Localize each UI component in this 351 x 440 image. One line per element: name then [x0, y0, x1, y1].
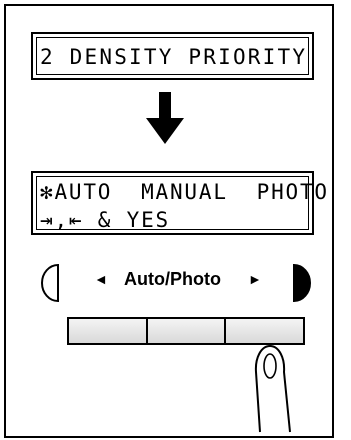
- lcd-after-line-1: ✻AUTO MANUAL PHOTO: [40, 180, 329, 204]
- down-arrow-icon: [144, 92, 188, 146]
- density-middle-button[interactable]: [146, 317, 227, 345]
- lcd-display-after: ✻AUTO MANUAL PHOTO ⇥,⇤ & YES: [31, 171, 314, 235]
- lcd-display-before: 2 DENSITY PRIORITY: [31, 32, 314, 80]
- lcd-before-line-1: 2 DENSITY PRIORITY: [40, 45, 307, 69]
- right-arrow-icon: ►: [248, 271, 262, 287]
- density-left-button[interactable]: [67, 317, 148, 345]
- left-arrow-icon: ◄: [94, 271, 108, 287]
- dark-density-icon: [290, 263, 314, 303]
- finger-press-icon: [250, 328, 300, 440]
- arrow-keys-icon: ⇥,⇤: [40, 208, 83, 232]
- auto-photo-label: Auto/Photo: [124, 269, 221, 290]
- instruction-panel: 2 DENSITY PRIORITY ✻AUTO MANUAL PHOTO ⇥,…: [4, 4, 334, 438]
- light-density-icon: [38, 263, 62, 303]
- lcd-after-line-2: ⇥,⇤ & YES: [40, 208, 170, 232]
- lcd-after-line-2-text: & YES: [83, 208, 170, 232]
